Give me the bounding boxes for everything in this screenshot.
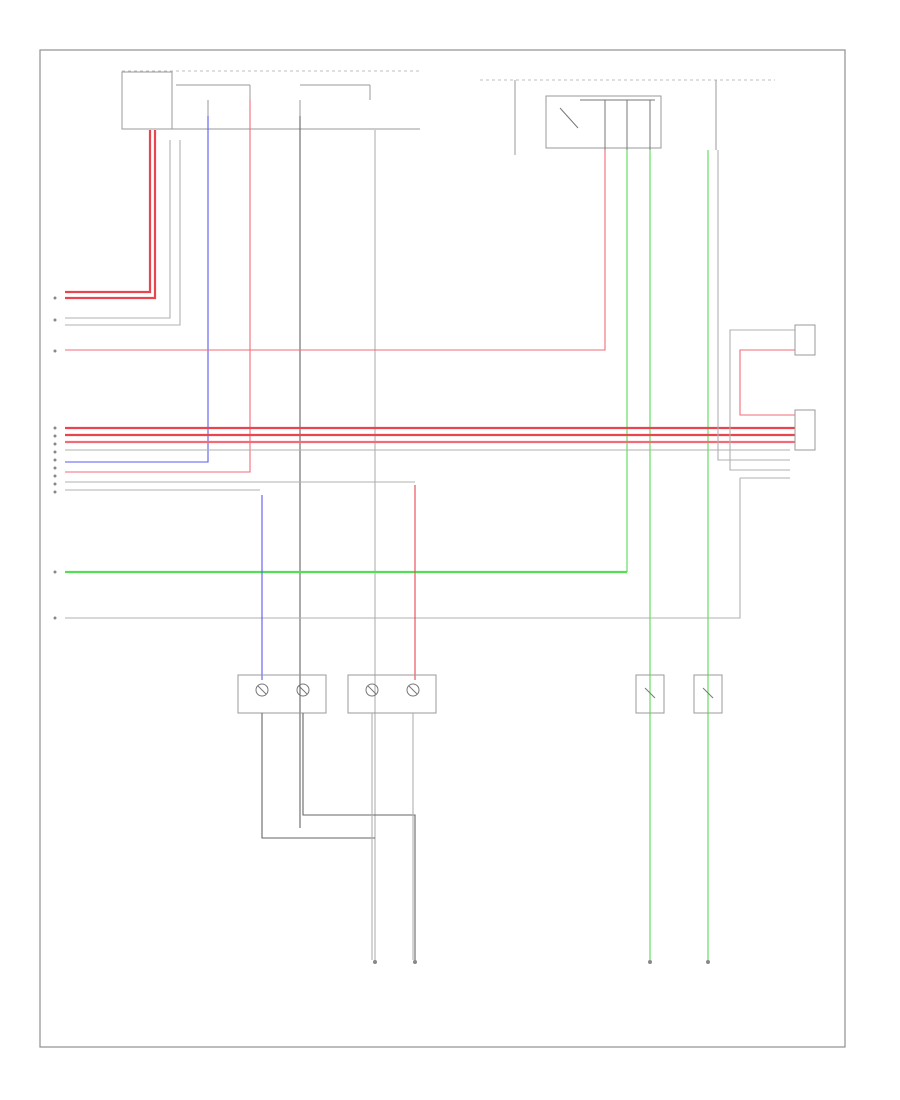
relay-switch (480, 79, 775, 155)
wire-pink-2 (65, 150, 606, 351)
wheel-sensor-group-left (237, 674, 327, 714)
right-splice (794, 324, 816, 356)
wire-gray-2 (65, 140, 181, 326)
wire-gray-horizontal (65, 478, 741, 619)
wheel-sensor-group-right (347, 674, 437, 714)
wire-black-out-2 (302, 713, 416, 960)
wire-red-1 (65, 130, 152, 294)
wire-right-pink (739, 349, 795, 416)
wire-right-gray-1 (729, 329, 795, 471)
wire-black-out-1 (261, 713, 375, 839)
wire-blue-1 (65, 116, 209, 463)
wire-red-2 (65, 130, 157, 300)
wire-gray-1 (65, 140, 171, 319)
right-connector (794, 409, 816, 451)
wire-pink-1 (65, 100, 251, 473)
left-connector-pins (53, 296, 57, 620)
ground-terminals (373, 960, 710, 964)
control-module (121, 70, 420, 130)
wire-right-gray-2 (717, 150, 790, 461)
door-switch-group (635, 674, 723, 714)
diagram-frame (39, 49, 846, 1048)
